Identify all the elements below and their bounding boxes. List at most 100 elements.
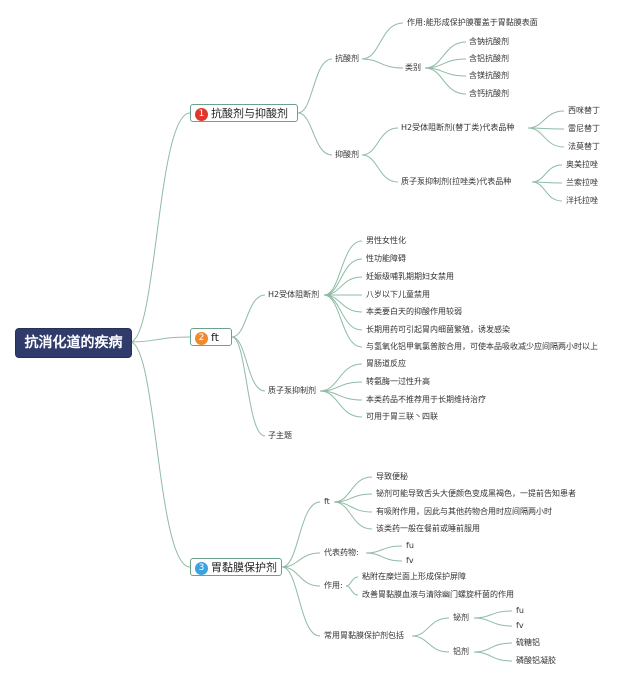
bismuth-item-node[interactable]: fu [516,606,524,615]
ppi-effect-node[interactable]: 可用于胃三联丶四联 [366,412,438,421]
connector-line [531,181,563,202]
rep-item-node[interactable]: fv [406,556,414,565]
h2-effect-node[interactable]: 男性女性化 [366,236,406,245]
h2-effect-node[interactable]: 与氢氧化铝甲氧氯普胺合用，可使本品吸收减少应间隔两小时以上 [366,342,598,351]
connector-line [231,336,266,437]
rep-drug-node[interactable]: 代表药物: [324,548,359,557]
connector-line [365,552,403,562]
h2-drug-node[interactable]: 法莫替丁 [568,142,600,151]
h2-effect-node[interactable]: 八岁以下儿童禁用 [366,290,430,299]
branch-2-label: ft [211,331,219,344]
connector-line [129,112,191,343]
connector-line [527,110,565,129]
connector-line [323,258,363,296]
connector-line [361,58,404,69]
h2-blocker-node[interactable]: H2受体阻断剂 [268,290,320,299]
connector-line [345,585,359,596]
antacid-node[interactable]: 抗酸剂 [335,54,359,63]
connector-line [281,566,321,637]
connector-line [361,127,399,156]
connector-line [333,501,373,530]
connector-line [473,651,513,662]
connector-line [281,501,321,568]
ppi-effect-node[interactable]: 本类药品不推荐用于长期维持治疗 [366,395,486,404]
connector-line [319,363,363,392]
connector-line [323,276,363,296]
type-item-node[interactable]: 含铝抗酸剂 [469,54,509,63]
ppi-node[interactable]: 质子泵抑制剂 [268,386,316,395]
ft-item-node[interactable]: 导致便秘 [376,472,408,481]
connector-line [231,294,266,338]
connector-line [333,476,373,503]
connector-line [129,341,191,568]
h2-effect-node[interactable]: 妊娠级哺乳期期妇女禁用 [366,272,454,281]
ft-node[interactable]: ft [324,497,330,506]
connector-line [473,642,513,653]
ft-item-node[interactable]: 该类药一般在餐前或睡前服用 [376,524,480,533]
ft-item-node[interactable]: 有吸附作用，因此与其他药物合用时应间隔两小时 [376,507,552,516]
bismuth-node[interactable]: 铋剂 [453,613,469,622]
h2-effect-node[interactable]: 本类要白天的抑酸作用较弱 [366,307,462,316]
action-item-node[interactable]: 改善胃黏膜血液与清除幽门螺旋杆菌的作用 [362,590,514,599]
ppi-effect-node[interactable]: 胃肠道反应 [366,359,406,368]
connector-line [345,576,359,587]
h2-effect-node[interactable]: 长期用药可引起胃内细菌繁殖，诱发感染 [366,325,510,334]
connector-line [319,390,363,418]
connector-line [365,545,403,554]
ppi-drug-node[interactable]: 奥美拉唑 [566,160,598,169]
connector-line [297,58,333,114]
action-node[interactable]: 作用: [324,581,343,590]
connector-line [473,610,513,619]
connector-line [323,294,363,348]
badge-2: 2 [195,332,208,345]
connector-line [323,240,363,296]
action-item-node[interactable]: 粘附在糜烂面上形成保护屏障 [362,572,466,581]
connector-line [424,67,467,95]
connector-line [361,22,404,60]
bismuth-item-node[interactable]: fv [516,621,524,630]
branch-1-label: 抗酸剂与抑酸剂 [211,107,288,120]
ft-item-node[interactable]: 铋剂可能导致舌头大便颜色变成黑褐色，一提前告知患者 [376,489,576,498]
connector-line [424,41,467,69]
subtopic-node[interactable]: 子主题 [268,431,292,440]
connector-line [281,566,321,587]
connector-line [531,164,563,183]
h2-effect-node[interactable]: 性功能障碍 [366,254,406,263]
connector-line [411,635,450,653]
type-item-node[interactable]: 含钙抗酸剂 [469,89,509,98]
ppi-drug-node[interactable]: 兰索拉唑 [566,178,598,187]
type-item-node[interactable]: 含镁抗酸剂 [469,71,509,80]
rep-item-node[interactable]: fu [406,541,414,550]
suppress-node[interactable]: 抑酸剂 [335,150,359,159]
connector-line [411,617,450,637]
connector-line [361,154,399,183]
antacid-types-node[interactable]: 类别 [405,63,421,72]
type-item-node[interactable]: 含钠抗酸剂 [469,37,509,46]
h2-drug-node[interactable]: 西咪替丁 [568,106,600,115]
connector-line [231,336,266,392]
connector-line [281,552,321,568]
root-topic[interactable]: 抗消化道的疾病 [15,328,132,358]
ppi-rep-node[interactable]: 质子泵抑制剂(拉唑类)代表品种 [401,177,512,186]
aluminum-item-node[interactable]: 硫糖铝 [516,638,540,647]
h2-drug-node[interactable]: 雷尼替丁 [568,124,600,133]
badge-3: 3 [195,562,208,575]
connector-line [297,112,333,156]
aluminum-item-node[interactable]: 磷酸铝凝胶 [516,656,556,665]
antacid-action-node[interactable]: 作用:能形成保护膜覆盖于胃黏膜表面 [407,18,538,27]
common-protector-node[interactable]: 常用胃黏膜保护剂包括 [324,631,404,640]
connector-line [527,127,565,148]
ppi-drug-node[interactable]: 泮托拉唑 [566,196,598,205]
h2-rep-node[interactable]: H2受体阻断剂(替丁类)代表品种 [401,123,515,132]
branch-3-label: 胃黏膜保护剂 [211,561,277,574]
aluminum-node[interactable]: 铝剂 [453,647,469,656]
badge-1: 1 [195,108,208,121]
ppi-effect-node[interactable]: 转氨酶一过性升高 [366,377,430,386]
connector-line [473,617,513,627]
connector-line [129,336,191,343]
